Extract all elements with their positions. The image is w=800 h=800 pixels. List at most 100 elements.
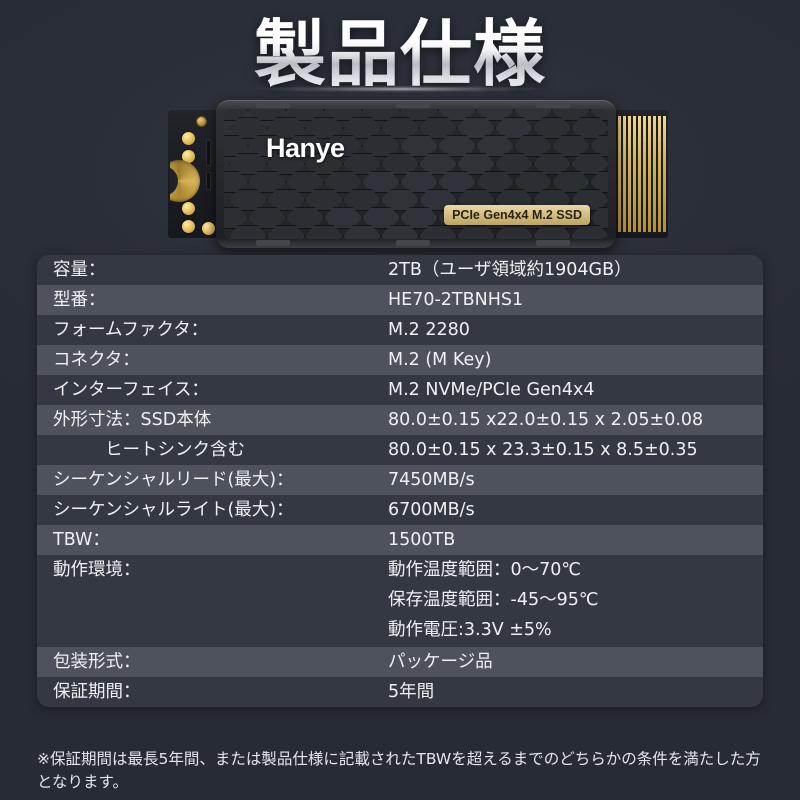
hexagon-cell — [419, 153, 457, 175]
hexagon-cell — [267, 189, 305, 211]
spec-value: 2TB（ユーザ領域約1904GB） — [388, 260, 632, 280]
hexagon-cell — [571, 117, 608, 139]
hexagon-cell — [343, 189, 381, 211]
page-title-container: 製品仕様 — [0, 4, 800, 96]
hexagon-cell — [400, 207, 438, 229]
hexagon-cell — [438, 135, 476, 157]
hexagon-cell — [229, 225, 267, 239]
connector-pin — [643, 116, 646, 232]
brand-logo: Hanye — [266, 133, 345, 163]
hexagon-cell — [457, 153, 495, 175]
spec-table: 容量： 2TB（ユーザ領域約1904GB） 型番： HE70-2TBNHS1 フォームフ… — [37, 255, 763, 707]
table-row: フォームファクタ：M.2 2280 — [37, 315, 763, 345]
hexagon-cell — [514, 171, 552, 193]
hexagon-cell — [419, 225, 457, 239]
hexagon-cell — [305, 153, 343, 175]
hexagon-cell — [324, 171, 362, 193]
page-title: 製品仕様 — [254, 0, 546, 100]
hexagon-cell — [495, 117, 533, 139]
hexagon-cell — [224, 207, 248, 229]
solder-pad — [182, 150, 195, 163]
hexagon-cell — [533, 153, 571, 175]
spec-label: 動作環境： — [53, 560, 141, 580]
hexagon-cell — [286, 171, 324, 193]
hexagon-cell — [248, 171, 286, 193]
hexagon-cell — [248, 135, 286, 157]
spec-value: M.2 2280 — [388, 320, 470, 340]
spec-value: M.2 NVMe/PCIe Gen4x4 — [388, 380, 595, 400]
connector-pin — [648, 116, 651, 232]
hexagon-cell — [571, 153, 608, 175]
hexagon-cell — [400, 171, 438, 193]
solder-pad — [182, 132, 195, 145]
hexagon-cell — [343, 117, 381, 139]
hexagon-cell — [343, 153, 381, 175]
hexagon-cell — [381, 225, 419, 239]
hexagon-cell — [552, 135, 590, 157]
spec-label: 容量： — [53, 260, 106, 280]
hexagon-cell — [419, 117, 457, 139]
hexagon-cell — [362, 207, 400, 229]
heatsink-surface: Hanye PCIe Gen4x4 M.2 SSD — [224, 109, 608, 239]
table-row: 保証期間：5年間 — [37, 677, 763, 707]
hexagon-cell — [495, 153, 533, 175]
hexagon-cell — [324, 135, 362, 157]
hexagon-cell — [476, 171, 514, 193]
solder-pad — [182, 202, 195, 215]
ssd-heatsink: Hanye PCIe Gen4x4 M.2 SSD — [216, 100, 616, 248]
hexagon-cell — [305, 189, 343, 211]
hexagon-cell — [343, 225, 381, 239]
hexagon-cell — [381, 153, 419, 175]
hexagon-cell — [224, 135, 248, 157]
spec-label: コネクタ： — [53, 350, 140, 370]
spec-label: 型番： — [53, 290, 106, 310]
table-row: 包装形式：パッケージ品 — [37, 647, 763, 677]
hexagon-cell — [362, 135, 400, 157]
connector-pin — [623, 116, 626, 232]
hexagon-cell — [286, 135, 324, 157]
spec-value: パッケージ品 — [388, 652, 493, 672]
hexagon-cell — [476, 135, 514, 157]
spec-label: シーケンシャルリード(最大)： — [53, 470, 294, 490]
connector-pin — [638, 116, 641, 232]
hexagon-cell — [514, 135, 552, 157]
solder-pad — [182, 220, 195, 233]
spec-value: 6700MB/s — [388, 500, 475, 520]
table-row: インターフェイス： M.2 NVMe/PCIe Gen4x4 — [37, 375, 763, 405]
spec-label: TBW： — [53, 530, 110, 550]
notch-cutout — [170, 166, 178, 196]
connector-pin — [628, 116, 631, 232]
hexagon-cell — [224, 171, 248, 193]
table-row: シーケンシャルライト(最大)：6700MB/s — [37, 495, 763, 525]
hexagon-cell — [229, 117, 267, 139]
spec-label: インターフェイス： — [53, 380, 209, 400]
connector-pin — [663, 116, 666, 232]
spec-value: 1500TB — [388, 530, 456, 550]
spec-value: 5年間 — [388, 682, 435, 702]
hexagon-cell — [229, 153, 267, 175]
table-row: シーケンシャルリード(最大)：7450MB/s — [37, 465, 763, 495]
heatsink-tab — [536, 240, 570, 246]
hexagon-cell — [552, 171, 590, 193]
spec-value-line: 動作電圧:3.3V ±5% — [388, 620, 552, 640]
pcb-component — [206, 140, 211, 166]
connector-pin — [658, 116, 661, 232]
hexagon-cell — [571, 225, 608, 239]
hexagon-cell — [229, 189, 267, 211]
hexagon-cell — [286, 207, 324, 229]
hexagon-cell — [381, 117, 419, 139]
hexagon-cell — [248, 207, 286, 229]
heatsink-tab — [536, 102, 570, 108]
hexagon-cell — [533, 225, 571, 239]
table-row: 容量： 2TB（ユーザ領域約1904GB） — [37, 255, 763, 285]
interface-badge: PCIe Gen4x4 M.2 SSD — [444, 205, 590, 225]
honeycomb-pattern — [224, 109, 608, 239]
table-row: TBW： 1500TB — [37, 525, 763, 555]
spec-value-line: 動作温度範囲：0〜70℃ — [388, 560, 582, 580]
spec-value: HE70-2TBNHS1 — [388, 290, 524, 310]
spec-value: M.2 (M Key) — [388, 350, 492, 370]
connector-pin — [618, 116, 621, 232]
